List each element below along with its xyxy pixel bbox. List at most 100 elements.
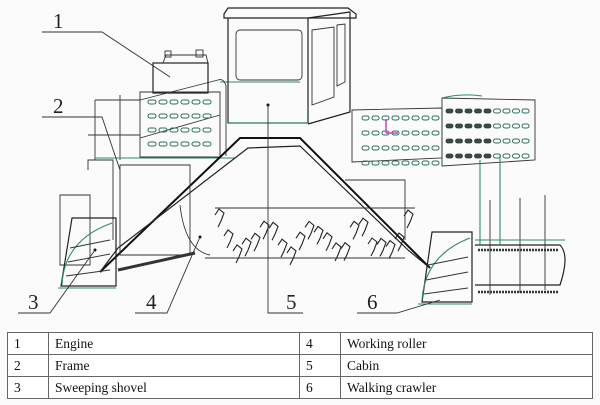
- vent-slot: [512, 108, 520, 114]
- vent-slot: [381, 160, 390, 166]
- vent-slot: [158, 127, 168, 133]
- vent-slot: [493, 138, 501, 144]
- roller-tooth: [340, 241, 351, 261]
- vent-slot: [421, 160, 430, 166]
- vent-slot: [147, 141, 157, 147]
- vent-slot: [371, 130, 380, 136]
- part-number: 4: [299, 332, 341, 355]
- callout-3: 3: [28, 290, 39, 314]
- vent-slot: [202, 113, 212, 119]
- vent-slot: [391, 160, 400, 166]
- callout-5: 5: [286, 290, 297, 314]
- vent-slot: [445, 153, 454, 159]
- vent-slot: [464, 138, 473, 144]
- vent-slot: [202, 99, 212, 105]
- vent-slot: [502, 123, 511, 129]
- vent-slot: [371, 160, 380, 166]
- callout-1: 1: [53, 9, 64, 33]
- vent-slot: [361, 130, 370, 136]
- roller-tooth: [286, 246, 297, 266]
- frame: [59, 137, 431, 273]
- vent-slot: [474, 108, 482, 114]
- vent-slot: [483, 138, 492, 144]
- right-panel: [351, 94, 536, 167]
- vent-slot: [445, 138, 454, 144]
- roller-tooth: [250, 232, 261, 252]
- walking-crawler: [475, 155, 566, 295]
- vent-slot: [147, 113, 157, 119]
- vent-slot: [521, 108, 530, 114]
- vent-slot: [421, 130, 430, 136]
- sweeping-shovel-left: [58, 217, 117, 289]
- part-name: Sweeping shovel: [48, 376, 300, 399]
- roller-tooth: [232, 244, 243, 264]
- vent-slot: [401, 130, 410, 136]
- vent-slot: [455, 108, 463, 114]
- vent-slot: [180, 113, 190, 119]
- vent-slot: [431, 115, 440, 121]
- vent-slot: [391, 115, 400, 121]
- roller-tooth: [313, 225, 324, 245]
- roller-tooth: [277, 238, 288, 258]
- vent-slot: [512, 153, 520, 159]
- roller-tooth: [322, 232, 333, 252]
- vent-slot: [391, 145, 400, 151]
- roller-tooth: [223, 229, 234, 249]
- vent-slot: [169, 127, 179, 133]
- part-name: Cabin: [340, 354, 593, 377]
- vent-slot: [411, 160, 420, 166]
- sweeping-shovel-right: [418, 231, 473, 305]
- vent-slot: [464, 123, 473, 129]
- vent-slot: [411, 130, 420, 136]
- vent-slot: [401, 145, 410, 151]
- vent-slot: [474, 123, 482, 129]
- vent-slot: [180, 127, 190, 133]
- roller-tooth: [331, 242, 342, 262]
- vent-slot: [474, 138, 482, 144]
- vent-slot: [411, 115, 420, 121]
- engine: [152, 49, 209, 94]
- vent-slot: [411, 145, 420, 151]
- vent-slot: [169, 99, 179, 105]
- vent-slot: [158, 141, 168, 147]
- callout-4: 4: [146, 290, 157, 314]
- working-roller: [179, 204, 415, 266]
- vent-slot: [493, 123, 501, 129]
- table-row: 3 Sweeping shovel 6 Walking crawler: [7, 376, 593, 399]
- vent-slot: [521, 123, 530, 129]
- vent-slot: [202, 127, 212, 133]
- vent-slot: [371, 145, 380, 151]
- vent-slot: [455, 153, 463, 159]
- roller-tooth: [385, 239, 396, 259]
- vent-slot: [147, 99, 157, 105]
- vent-slot: [421, 145, 430, 151]
- vent-slot: [361, 160, 370, 166]
- vent-slot: [512, 123, 520, 129]
- roller-tooth: [394, 232, 405, 252]
- part-name: Frame: [48, 354, 300, 377]
- vent-slot: [464, 153, 473, 159]
- vent-slot: [431, 130, 440, 136]
- vent-slot: [158, 113, 168, 119]
- vent-slot: [493, 108, 501, 114]
- roller-tooth: [349, 220, 360, 240]
- part-number: 2: [7, 354, 49, 377]
- vent-slot: [445, 108, 454, 114]
- vent-slot: [455, 138, 463, 144]
- part-name: Working roller: [340, 332, 593, 355]
- parts-legend-table: 1 Engine 4 Working roller 2 Frame 5 Cabi…: [7, 332, 593, 399]
- vent-slot: [431, 145, 440, 151]
- vent-slot: [401, 115, 410, 121]
- vent-slot: [521, 153, 530, 159]
- part-number: 3: [7, 376, 49, 399]
- roller-tooth: [358, 217, 369, 237]
- vent-slot: [180, 99, 190, 105]
- vent-slot: [191, 99, 201, 105]
- vent-slot: [361, 145, 370, 151]
- vent-slot: [202, 141, 212, 147]
- vent-slot: [381, 145, 390, 151]
- vent-slot: [521, 138, 530, 144]
- vent-slot: [445, 123, 454, 129]
- roller-tooth: [268, 221, 279, 241]
- callout-6: 6: [367, 290, 378, 314]
